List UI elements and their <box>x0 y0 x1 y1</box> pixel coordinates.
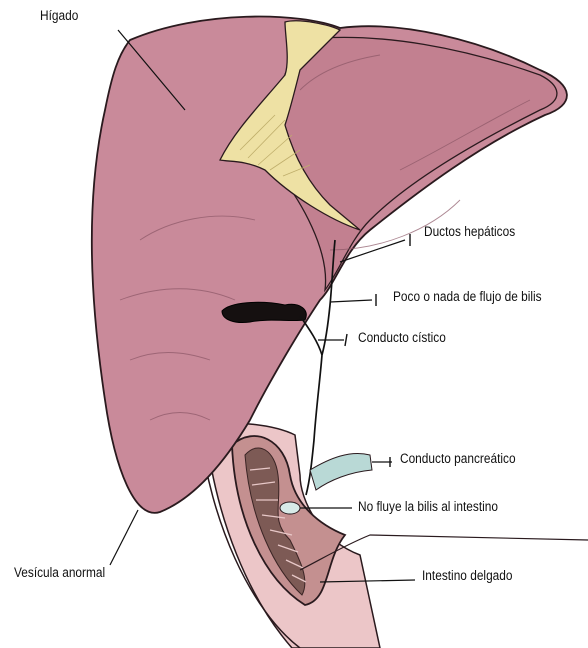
label-liver: Hígado <box>40 8 78 23</box>
label-no-bile-to-intestine: No fluye la bilis al intestino <box>358 499 498 514</box>
pancreatic-duct <box>310 453 372 490</box>
leader-bile-flow <box>330 300 372 302</box>
cystic-duct <box>300 316 322 355</box>
label-cystic-duct: Conducto cístico <box>358 330 446 345</box>
label-abnormal-gallbladder: Vesícula anormal <box>14 565 105 580</box>
label-hepatic-ducts: Ductos hepáticos <box>424 224 515 239</box>
label-ticks <box>345 234 410 467</box>
label-little-bile-flow: Poco o nada de flujo de bilis <box>393 289 542 304</box>
label-small-intestine: Intestino delgado <box>422 568 513 583</box>
label-pancreatic-duct: Conducto pancreático <box>400 451 516 466</box>
abnormal-gallbladder <box>222 302 306 322</box>
leader-gallbladder <box>110 510 138 565</box>
ampulla <box>280 502 300 514</box>
